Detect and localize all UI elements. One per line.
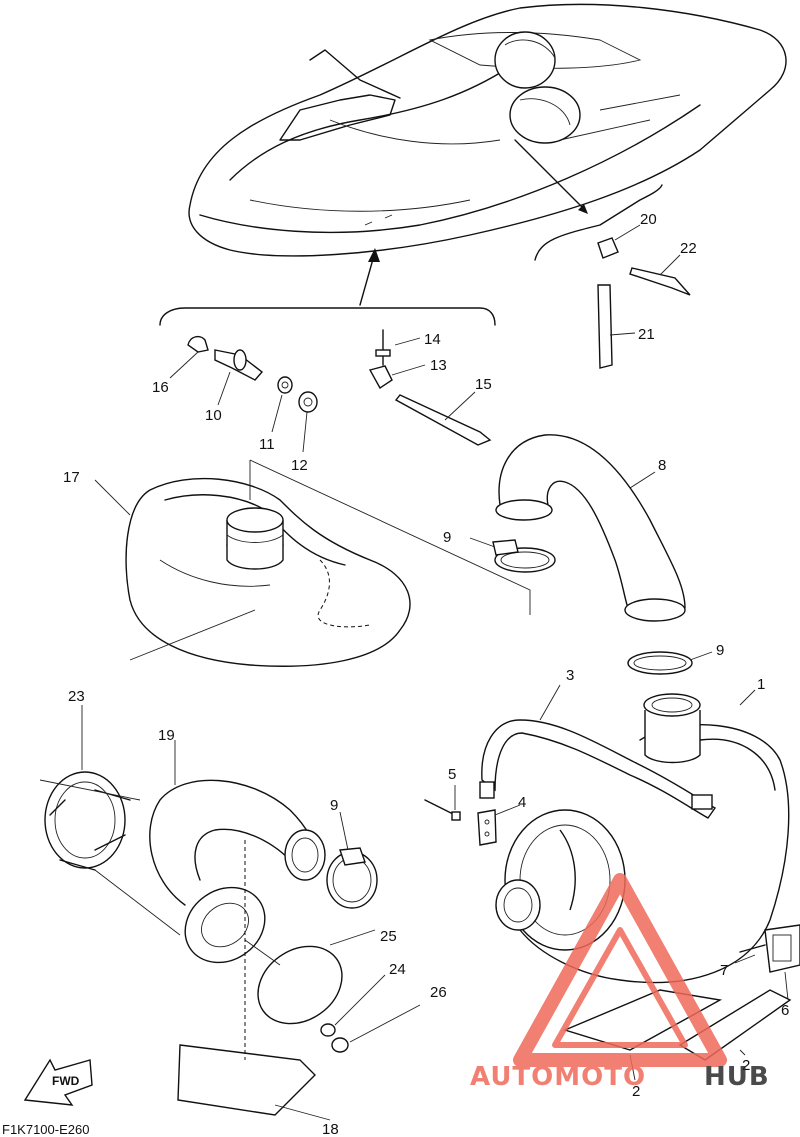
leader-arrows — [159, 139, 663, 326]
fasteners-24-26 — [320, 974, 421, 1053]
watermark-text-primary: AUTOMOTO — [470, 1062, 646, 1092]
callout-22: 22 — [680, 240, 697, 257]
watercraft-hull-illustration — [188, 3, 787, 257]
hose-clamps — [326, 537, 713, 909]
callout-2a: 2 — [632, 1083, 640, 1100]
callout-9c: 9 — [330, 797, 338, 814]
callout-12: 12 — [291, 457, 308, 474]
callout-9a: 9 — [443, 529, 451, 546]
callout-6: 6 — [781, 1002, 789, 1019]
forward-direction-arrow: FWD — [23, 1058, 93, 1106]
strap-3 — [479, 684, 717, 819]
small-brackets — [424, 785, 800, 1001]
hose-fitting-assembly — [169, 335, 318, 453]
drawing-code: F1K7100-E260 — [2, 1122, 89, 1137]
callout-25: 25 — [380, 928, 397, 945]
callout-10: 10 — [205, 407, 222, 424]
pipe-19 — [149, 740, 326, 906]
hose-8 — [495, 434, 686, 622]
callout-14: 14 — [424, 331, 441, 348]
callout-3: 3 — [566, 667, 574, 684]
callout-21: 21 — [638, 326, 655, 343]
pad-18 — [177, 840, 331, 1121]
clip-and-strap-assembly — [597, 224, 691, 369]
callout-26: 26 — [430, 984, 447, 1001]
watermark-logo: AUTOMOTO HUB — [470, 873, 770, 1092]
callout-13: 13 — [430, 357, 447, 374]
fwd-label: FWD — [52, 1074, 80, 1088]
callout-16: 16 — [152, 379, 169, 396]
callout-labels: 1 2 2 3 4 5 6 7 8 9 9 9 10 11 12 13 14 1… — [63, 211, 789, 1137]
callout-24: 24 — [389, 961, 406, 978]
callout-17: 17 — [63, 469, 80, 486]
water-lock-chamber-17 — [94, 459, 531, 667]
callout-1: 1 — [757, 676, 765, 693]
flange-23 — [39, 705, 181, 936]
callout-4: 4 — [518, 794, 526, 811]
callout-11: 11 — [259, 436, 275, 453]
callout-20: 20 — [640, 211, 657, 228]
callout-23: 23 — [68, 688, 85, 705]
callout-8: 8 — [658, 457, 666, 474]
callout-19: 19 — [158, 727, 175, 744]
cable-tie-assembly — [368, 329, 492, 446]
watermark-text-secondary: HUB — [704, 1062, 770, 1092]
callout-2b: 2 — [742, 1057, 750, 1074]
callout-15: 15 — [475, 376, 492, 393]
callout-18: 18 — [322, 1121, 339, 1137]
callout-5: 5 — [448, 766, 456, 783]
callout-7: 7 — [720, 962, 728, 979]
callout-9b: 9 — [716, 642, 724, 659]
